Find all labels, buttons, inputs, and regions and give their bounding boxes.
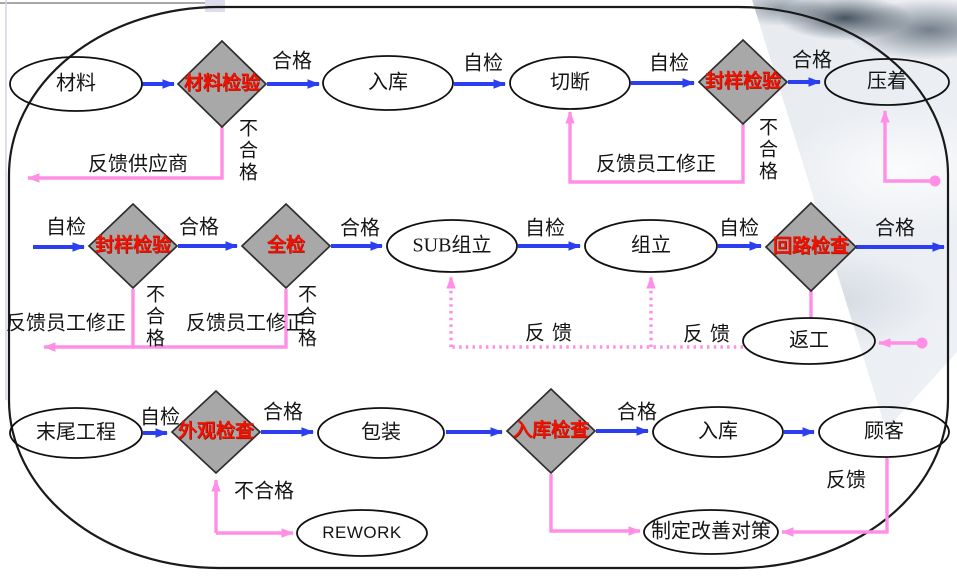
diamond-appearance-inspection (170, 389, 262, 475)
diamond-circuit-inspection-label: 回路检查 (772, 236, 850, 258)
fail-label-4: 不合格 (294, 284, 316, 350)
node-customer-label: 顾客 (864, 420, 904, 443)
pass-label-5: 合格 (875, 217, 915, 240)
pass-label-2: 合格 (792, 49, 832, 72)
diamond-seal-inspection-1 (697, 38, 789, 126)
node-cutting-shape (509, 56, 631, 110)
self-check-label-6: 自检 (140, 406, 180, 429)
fail-label-5: 不合格 (234, 480, 294, 503)
node-sub-assembly-shape (386, 219, 518, 273)
diamond-circuit-inspection (764, 201, 858, 293)
node-material-label: 材料 (56, 72, 96, 95)
feedback-worker-label-2: 反馈员工修正 (6, 312, 126, 335)
diamond-warehouse-inspection (505, 387, 597, 475)
diamond-warehouse-inspection-label: 入库检查 (512, 420, 590, 442)
node-warehouse-in-2-shape (652, 406, 784, 458)
connector-dot-rework (916, 337, 928, 349)
self-check-label-4: 自检 (525, 217, 565, 240)
node-warehouse-in-1-shape (322, 55, 454, 111)
diamond-appearance-inspection-label: 外观检查 (177, 421, 255, 443)
diamond-full-inspection-label: 全检 (266, 235, 306, 257)
diamond-material-inspection-label: 材料检验 (183, 73, 261, 95)
node-crimping-shape (824, 58, 950, 106)
feedback-label-2: 反馈 (683, 323, 737, 346)
diamond-full-inspection (240, 202, 332, 290)
feedback-supplier-label: 反馈供应商 (88, 153, 188, 176)
node-improvement-label: 制定改善对策 (651, 520, 771, 543)
pass-label-6: 合格 (263, 401, 303, 424)
diamond-seal-inspection-2-label: 封样检验 (94, 235, 172, 257)
customer-feedback-to-improvement (781, 458, 889, 537)
feedback-label-3: 反馈 (826, 469, 866, 492)
pass-label-1: 合格 (272, 50, 312, 73)
pass-label-7: 合格 (617, 401, 657, 424)
node-rework-en-shape (296, 509, 428, 557)
node-improvement-shape (643, 509, 779, 555)
self-check-label-5: 自检 (719, 217, 759, 240)
feedback-line-to-crimping (880, 110, 935, 183)
node-assembly-label: 组立 (631, 234, 671, 257)
node-final-process-label: 末尾工程 (36, 421, 116, 444)
node-warehouse-in-1-label: 入库 (368, 71, 408, 94)
feedback-worker-label-1: 反馈员工修正 (596, 153, 716, 176)
feedback-label-1: 反馈 (525, 322, 579, 345)
feedback-line-to-cutting (565, 111, 745, 184)
connector-dot-crimping (929, 175, 941, 187)
node-rework-en-label: REWORK (322, 523, 402, 543)
fail-label-1: 不合格 (235, 118, 257, 184)
node-warehouse-in-2-label: 入库 (698, 420, 738, 443)
fail-line-to-improvement (549, 474, 641, 536)
node-crimping-label: 压着 (867, 70, 907, 93)
node-assembly-shape (584, 219, 718, 273)
node-customer-shape (818, 406, 950, 458)
node-cutting-label: 切断 (550, 71, 590, 94)
node-rework-cn-label: 返工 (789, 329, 829, 352)
pass-label-4: 合格 (340, 217, 380, 240)
diamond-material-inspection (176, 39, 268, 129)
feedback-line-to-supplier (27, 127, 224, 183)
node-sub-assembly-label: SUB组立 (412, 234, 492, 257)
pass-label-3: 合格 (179, 216, 219, 239)
self-check-label-2: 自检 (649, 52, 689, 75)
fail-label-2: 不合格 (755, 117, 777, 183)
node-final-process-shape (9, 407, 143, 459)
feedback-worker-label-3: 反馈员工修正 (186, 312, 306, 335)
node-material-shape (9, 56, 143, 112)
diamond-seal-inspection-2 (87, 202, 179, 290)
feedback-line-worker-row2 (43, 289, 288, 352)
self-check-label-1: 自检 (463, 52, 503, 75)
node-rework-cn-shape (742, 317, 876, 365)
flowchart-border (7, 5, 950, 570)
self-check-label-3: 自检 (46, 216, 86, 239)
diamond-seal-inspection-1-label: 封样检验 (704, 71, 782, 93)
fail-label-3: 不合格 (142, 284, 164, 350)
node-packaging-shape (317, 407, 445, 459)
node-packaging-label: 包装 (361, 421, 401, 444)
